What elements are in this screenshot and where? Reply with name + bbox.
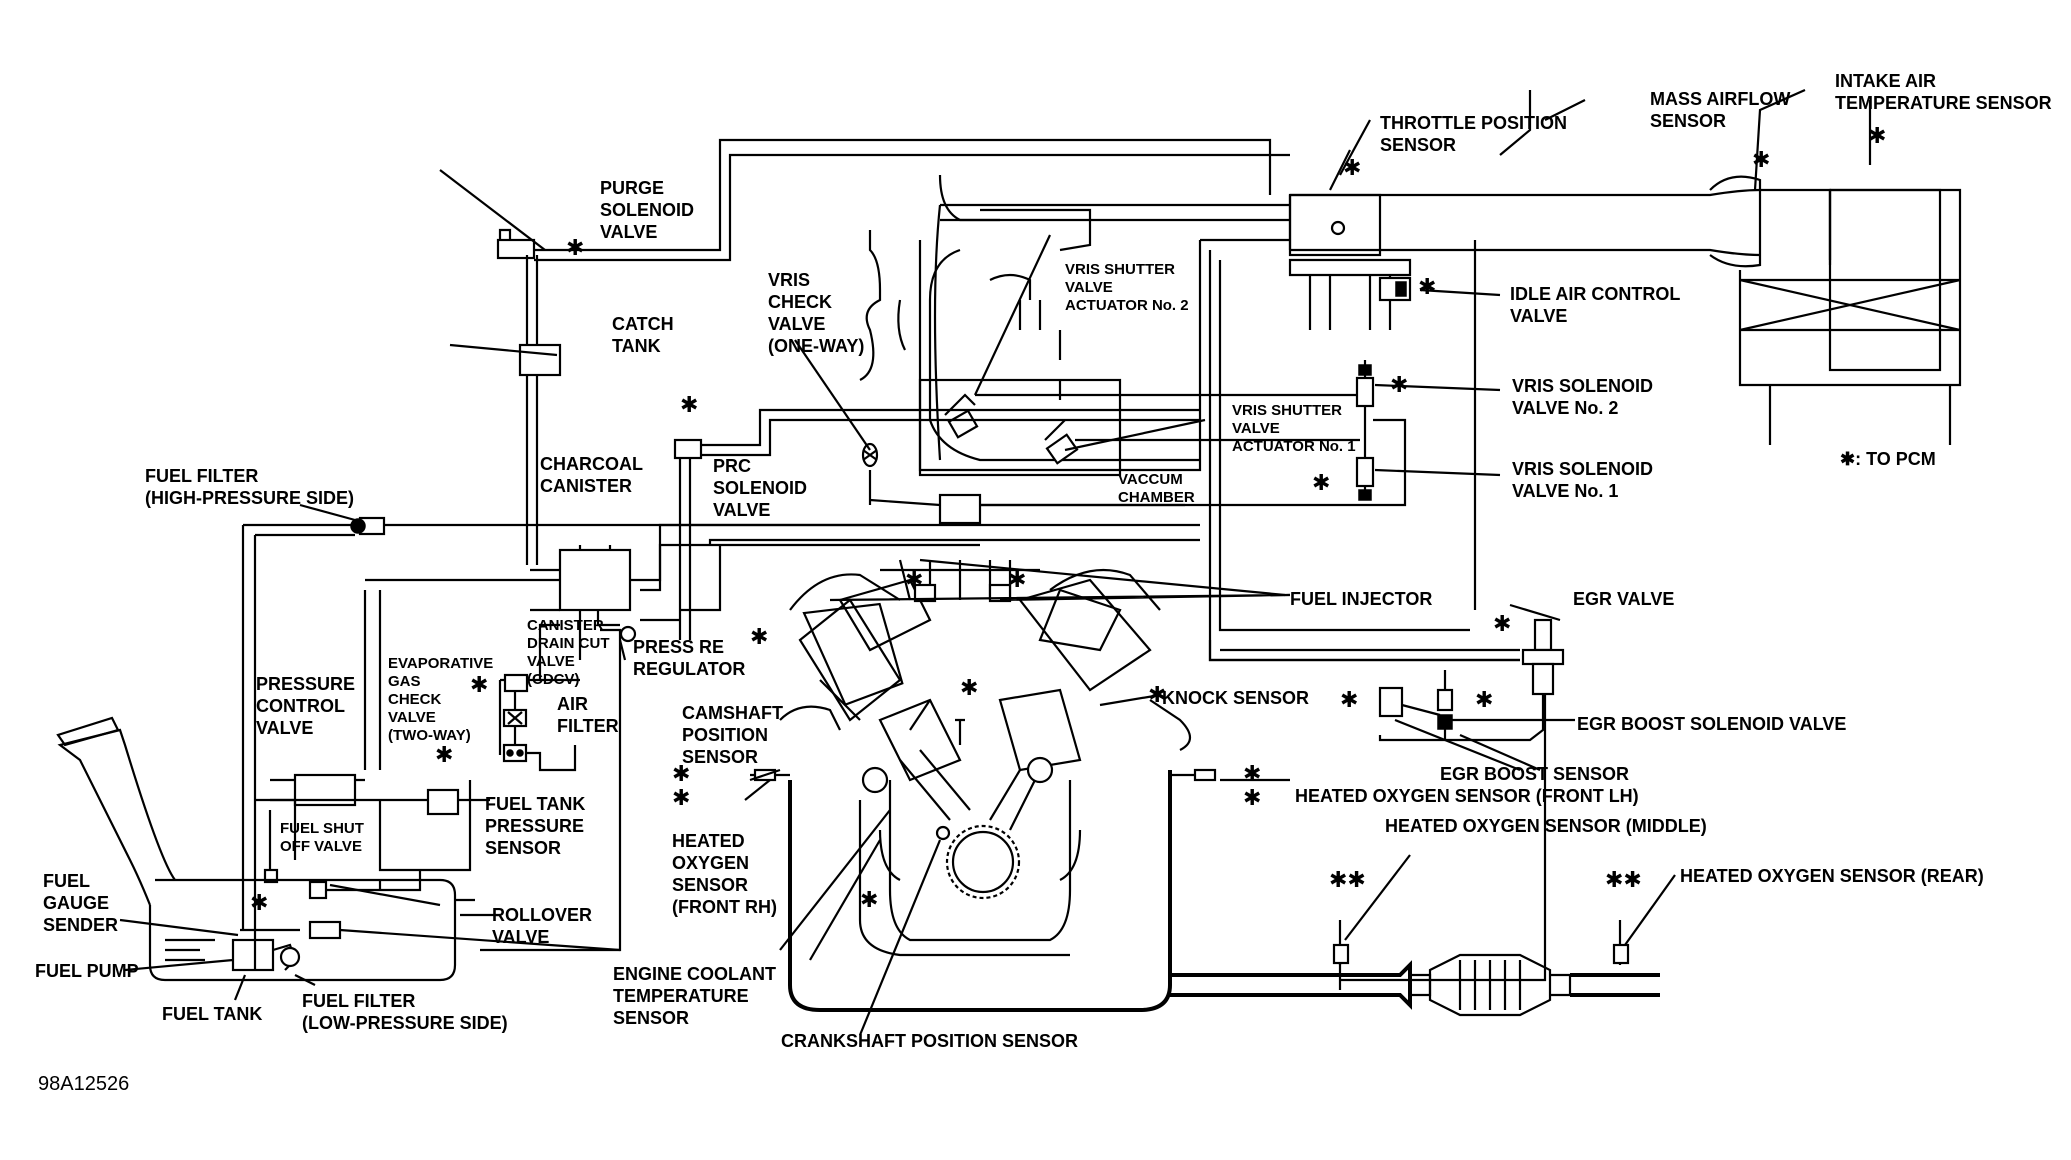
legend-to-pcm: ✱: TO PCM (1840, 448, 1936, 470)
pcm-star-icon: ✱ (1390, 373, 1409, 398)
pcm-star-icon: ✱ (1312, 471, 1331, 496)
label-egr-boost-sensor: EGR BOOST SENSOR (1440, 764, 1630, 784)
pcm-star-icon: ✱ (566, 236, 585, 261)
diagram-id: 98A12526 (38, 1073, 130, 1095)
label-fuel-injector: FUEL INJECTOR (1290, 589, 1433, 609)
label-heated-oxygen-sensor-middle: HEATED OXYGEN SENSOR (MIDDLE) (1385, 816, 1707, 836)
charcoal-canister (365, 523, 1200, 680)
pcm-star-icon: ✱ (250, 891, 269, 916)
label-knock-sensor: KNOCK SENSOR (1162, 688, 1310, 708)
pcm-star-icon: ✱ (1243, 762, 1262, 787)
vacuum-hoses-top (496, 138, 1290, 640)
pcm-star-icon: ✱✱ (1605, 868, 1642, 893)
label-heated-oxygen-sensor-front-lh: HEATED OXYGEN SENSOR (FRONT LH) (1295, 786, 1639, 806)
legend-text: : TO PCM (1855, 449, 1936, 469)
pcm-star-icon: ✱ (1148, 683, 1167, 708)
o2-sensors-front (750, 768, 1217, 782)
pcm-star-icon: ✱ (905, 568, 924, 593)
pcm-star-icon: ✱ (860, 888, 879, 913)
fuel-tank (56, 716, 621, 982)
pcm-star-icon: ✱ (470, 673, 489, 698)
pcm-star-icon: ✱ (435, 743, 454, 768)
pcm-star-icon: ✱ (1840, 449, 1856, 469)
label-fuel-filter-low-pressure: FUEL FILTER(LOW-PRESSURE SIDE) (302, 991, 508, 1033)
label-fuel-pump: FUEL PUMP (35, 961, 139, 981)
fuel-lines (241, 516, 1200, 952)
cdcv-airfilter (498, 673, 580, 772)
label-egr-valve: EGR VALVE (1573, 589, 1675, 609)
pcm-star-icon: ✱ (1243, 786, 1262, 811)
pcm-star-icon: ✱ (1868, 124, 1887, 149)
pcm-star-icon: ✱ (1343, 156, 1362, 181)
pcm-star-icon: ✱ (1493, 612, 1512, 637)
leader-lines (119, 88, 1872, 1036)
pcm-star-icon: ✱ (1340, 688, 1359, 713)
vris-solenoids (1205, 360, 1407, 507)
pcm-star-icon: ✱ (960, 676, 979, 701)
label-fuel-tank: FUEL TANK (162, 1004, 263, 1024)
pcm-star-icon: ✱ (750, 625, 769, 650)
pcm-star-icon: ✱ (1008, 568, 1027, 593)
pcm-star-icon: ✱ (672, 762, 691, 787)
pcm-star-icon: ✱ (1475, 688, 1494, 713)
pcm-star-icon: ✱ (672, 786, 691, 811)
engine-block (779, 559, 1192, 1012)
egr-system (1208, 618, 1565, 982)
label-crankshaft-position-sensor: CRANKSHAFT POSITION SENSOR (781, 1031, 1079, 1051)
label-fuel-filter-high-pressure: FUEL FILTER(HIGH-PRESSURE SIDE) (145, 466, 355, 508)
throttle-body (1288, 149, 1412, 330)
pcm-star-icon: ✱ (680, 393, 699, 418)
pcm-star-icon: ✱ (1418, 275, 1437, 300)
pcm-star-icon: ✱ (1752, 148, 1771, 173)
exhaust-system (770, 773, 1660, 1017)
label-egr-boost-solenoid-valve: EGR BOOST SOLENOID VALVE (1577, 714, 1847, 734)
pcm-star-icon: ✱✱ (1329, 868, 1366, 893)
label-heated-oxygen-sensor-rear: HEATED OXYGEN SENSOR (REAR) (1680, 866, 1984, 886)
